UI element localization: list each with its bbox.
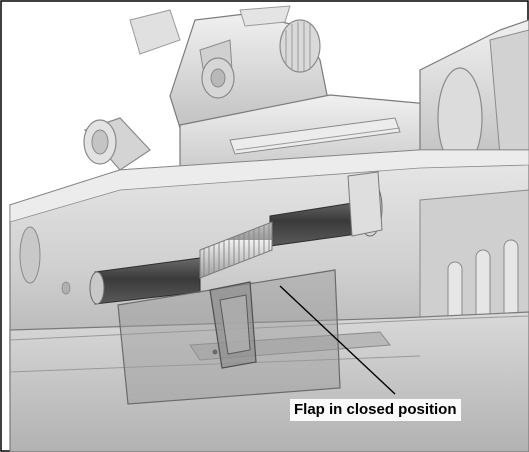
flap-closed xyxy=(117,269,341,405)
barrel-tube xyxy=(419,19,529,176)
callout-label: Flap in closed position xyxy=(290,399,461,421)
callout-leader-line xyxy=(279,285,396,395)
cocking-handle xyxy=(83,117,151,171)
cocking-rod xyxy=(89,171,383,305)
